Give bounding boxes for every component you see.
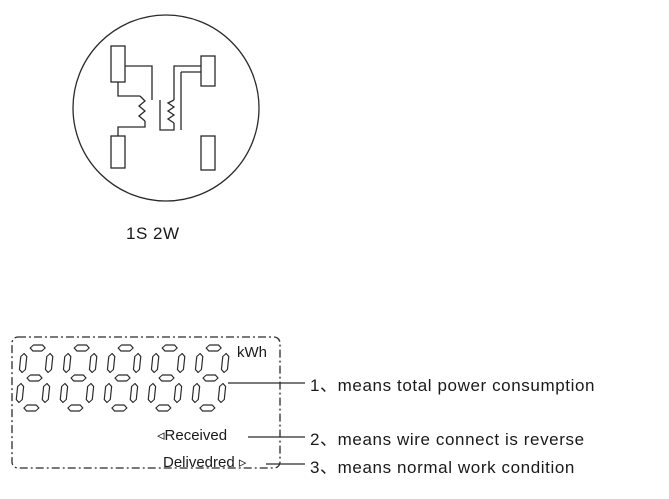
- note-reverse-connection: 2、means wire connect is reverse: [310, 430, 585, 449]
- lcd-segment: [220, 352, 230, 374]
- lcd-segment: [147, 382, 157, 404]
- lcd-segment: [114, 374, 131, 382]
- lcd-segment: [70, 374, 87, 382]
- lcd-segment: [73, 344, 90, 352]
- unit-label: kWh: [237, 344, 267, 361]
- delivered-label: Delivedred: [163, 454, 235, 471]
- lcd-segment: [150, 352, 160, 374]
- lcd-digit-4: [147, 344, 186, 412]
- lcd-segment: [205, 344, 222, 352]
- lcd-digit-1: [15, 344, 54, 412]
- lcd-segment: [59, 382, 69, 404]
- internal-wiring: [117, 65, 201, 136]
- lcd-segment: [18, 352, 28, 374]
- lcd-segment: [132, 352, 142, 374]
- lcd-digit-5: [191, 344, 230, 412]
- lcd-segment: [217, 382, 227, 404]
- terminal-bottom-right: [200, 135, 216, 171]
- terminal-top-left: [110, 45, 126, 83]
- lcd-segment: [67, 404, 84, 412]
- lcd-segment: [85, 382, 95, 404]
- terminal-top-right: [200, 55, 216, 87]
- lcd-segment: [88, 352, 98, 374]
- meter-socket-circle: [72, 14, 260, 202]
- lcd-segment: [15, 382, 25, 404]
- lcd-digits: [15, 344, 230, 412]
- lcd-segment: [41, 382, 51, 404]
- lcd-segment: [106, 352, 116, 374]
- lcd-digit-2: [59, 344, 98, 412]
- lcd-segment: [191, 382, 201, 404]
- lcd-segment: [23, 404, 40, 412]
- lcd-segment: [202, 374, 219, 382]
- lcd-segment: [103, 382, 113, 404]
- lcd-segment: [161, 344, 178, 352]
- lcd-segment: [173, 382, 183, 404]
- lcd-segment: [155, 404, 172, 412]
- lcd-segment: [26, 374, 43, 382]
- received-indicator: ◃Received: [157, 426, 227, 444]
- lcd-segment: [29, 344, 46, 352]
- right-triangle-icon: ▹: [238, 454, 247, 471]
- terminal-bottom-left: [110, 135, 126, 169]
- lcd-segment: [117, 344, 134, 352]
- lcd-segment: [129, 382, 139, 404]
- delivered-indicator: Delivedred ▹: [163, 453, 246, 471]
- left-triangle-icon: ◃: [157, 427, 165, 444]
- lcd-segment: [176, 352, 186, 374]
- lcd-segment: [158, 374, 175, 382]
- lcd-display-frame: [11, 336, 281, 469]
- lcd-segment: [44, 352, 54, 374]
- note-normal-condition: 3、means normal work condition: [310, 458, 575, 477]
- lcd-segment: [194, 352, 204, 374]
- lcd-segment: [62, 352, 72, 374]
- lcd-segment: [111, 404, 128, 412]
- received-label: Received: [164, 427, 228, 444]
- note-total-consumption: 1、means total power consumption: [310, 376, 596, 395]
- wiring-caption: 1S 2W: [126, 224, 180, 243]
- lcd-segment: [199, 404, 216, 412]
- lcd-digit-3: [103, 344, 142, 412]
